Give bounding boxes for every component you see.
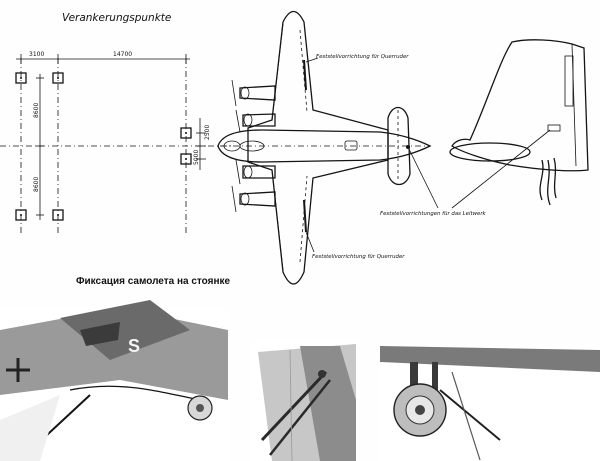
dimension-14700: 14700 [113, 51, 132, 58]
dimension-8600-lower: 8600 [33, 177, 40, 192]
dimension-3100: 3100 [29, 51, 44, 58]
photo-wing-tiedown: S [0, 300, 228, 461]
tail-side-view [449, 39, 589, 206]
wing-outline [247, 10, 389, 285]
anchor-point [52, 72, 64, 84]
aircraft-top-view [217, 10, 432, 285]
callout-aileron-top: Feststellvorrichtung für Querruder [316, 54, 409, 60]
photo-strap-detail [252, 340, 358, 461]
engine [235, 159, 276, 185]
anchor-point [180, 127, 192, 139]
engine [231, 185, 276, 213]
dimension-8600-upper: 8600 [33, 103, 40, 118]
anchor-grid: 3100 14700 8600 8600 2500 5000 [0, 51, 232, 236]
horizontal-stabilizer [387, 106, 411, 186]
anchor-point [52, 209, 64, 221]
aileron-top [303, 59, 307, 91]
aileron-bottom [303, 199, 307, 233]
callout-rudder: Feststellvorrichtungen für das Leitwerk [380, 211, 487, 217]
rear-fuselage [449, 142, 531, 162]
fin-outline [451, 39, 589, 172]
fuselage-letter: S [128, 336, 140, 356]
diagram-caption: Фиксация самолета на стоянке [76, 276, 231, 287]
photo-main-wheel [380, 344, 600, 461]
callout-aileron-bottom: Feststellvorrichtung für Querruder [312, 254, 405, 260]
engine [231, 79, 276, 107]
engine [235, 109, 276, 133]
anchor-point [180, 153, 192, 165]
tie-down-straps [539, 157, 557, 206]
anchor-point [15, 72, 27, 84]
dimension-2500: 2500 [204, 125, 211, 140]
rudder-lock [547, 124, 561, 132]
dimension-5000: 5000 [193, 150, 200, 165]
diagram-title: Verankerungspunkte [62, 12, 171, 24]
anchor-point [15, 209, 27, 221]
